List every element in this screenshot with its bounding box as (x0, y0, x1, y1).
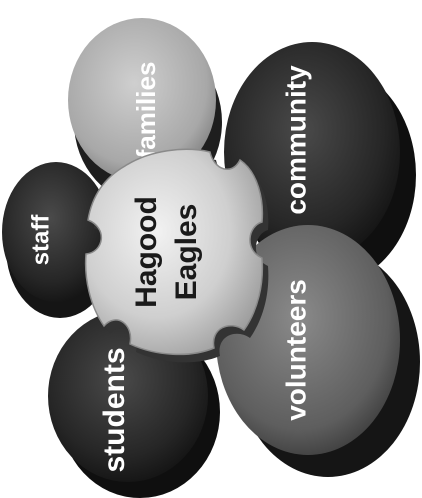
petal-families-label: families (131, 62, 161, 159)
petal-students-label: students (98, 347, 131, 472)
petal-community-label: community (280, 65, 311, 215)
petal-staff-label: staff (27, 214, 54, 266)
center-label-line1: Hagood (130, 196, 163, 308)
petal-volunteers-label: volunteers (280, 279, 311, 421)
center-puzzle-piece: Hagood Eagles (86, 149, 269, 362)
center-label-line2: Eagles (170, 204, 203, 301)
